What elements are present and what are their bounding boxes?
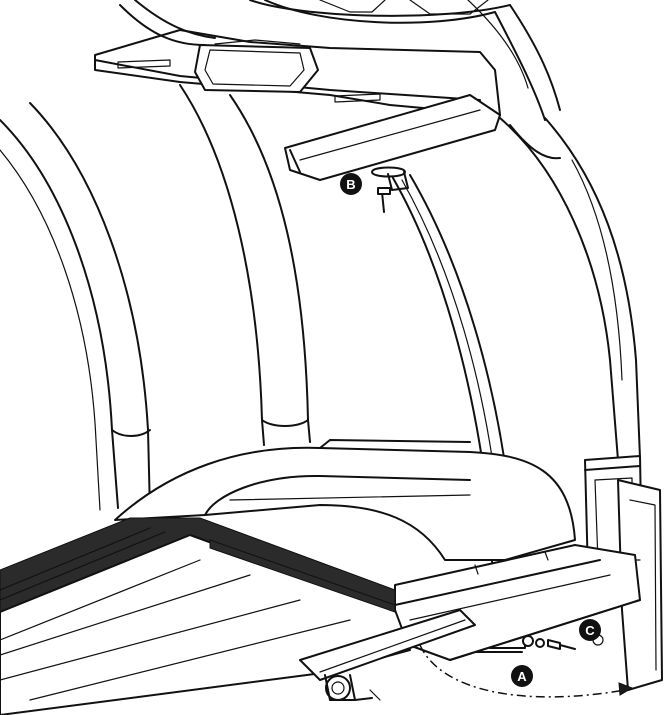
hardware-c xyxy=(522,635,576,650)
right-upright-arch xyxy=(179,84,311,446)
rotation-arrow xyxy=(419,644,634,698)
callout-a: A xyxy=(511,665,533,687)
callout-a-label: A xyxy=(517,669,527,684)
lower-frame xyxy=(299,609,604,701)
right-handlebar xyxy=(284,94,501,181)
callout-b-label: B xyxy=(346,177,355,192)
end-cap-panel xyxy=(617,479,663,691)
bolt-b xyxy=(377,187,391,213)
left-upright-arch xyxy=(0,102,151,513)
callout-c-label: C xyxy=(585,623,595,638)
callout-c: C xyxy=(579,619,601,641)
callout-b: B xyxy=(340,173,362,195)
running-belt xyxy=(0,517,411,715)
motor-cover xyxy=(114,439,576,561)
arrow-head xyxy=(618,682,634,696)
console-housing xyxy=(94,0,561,121)
